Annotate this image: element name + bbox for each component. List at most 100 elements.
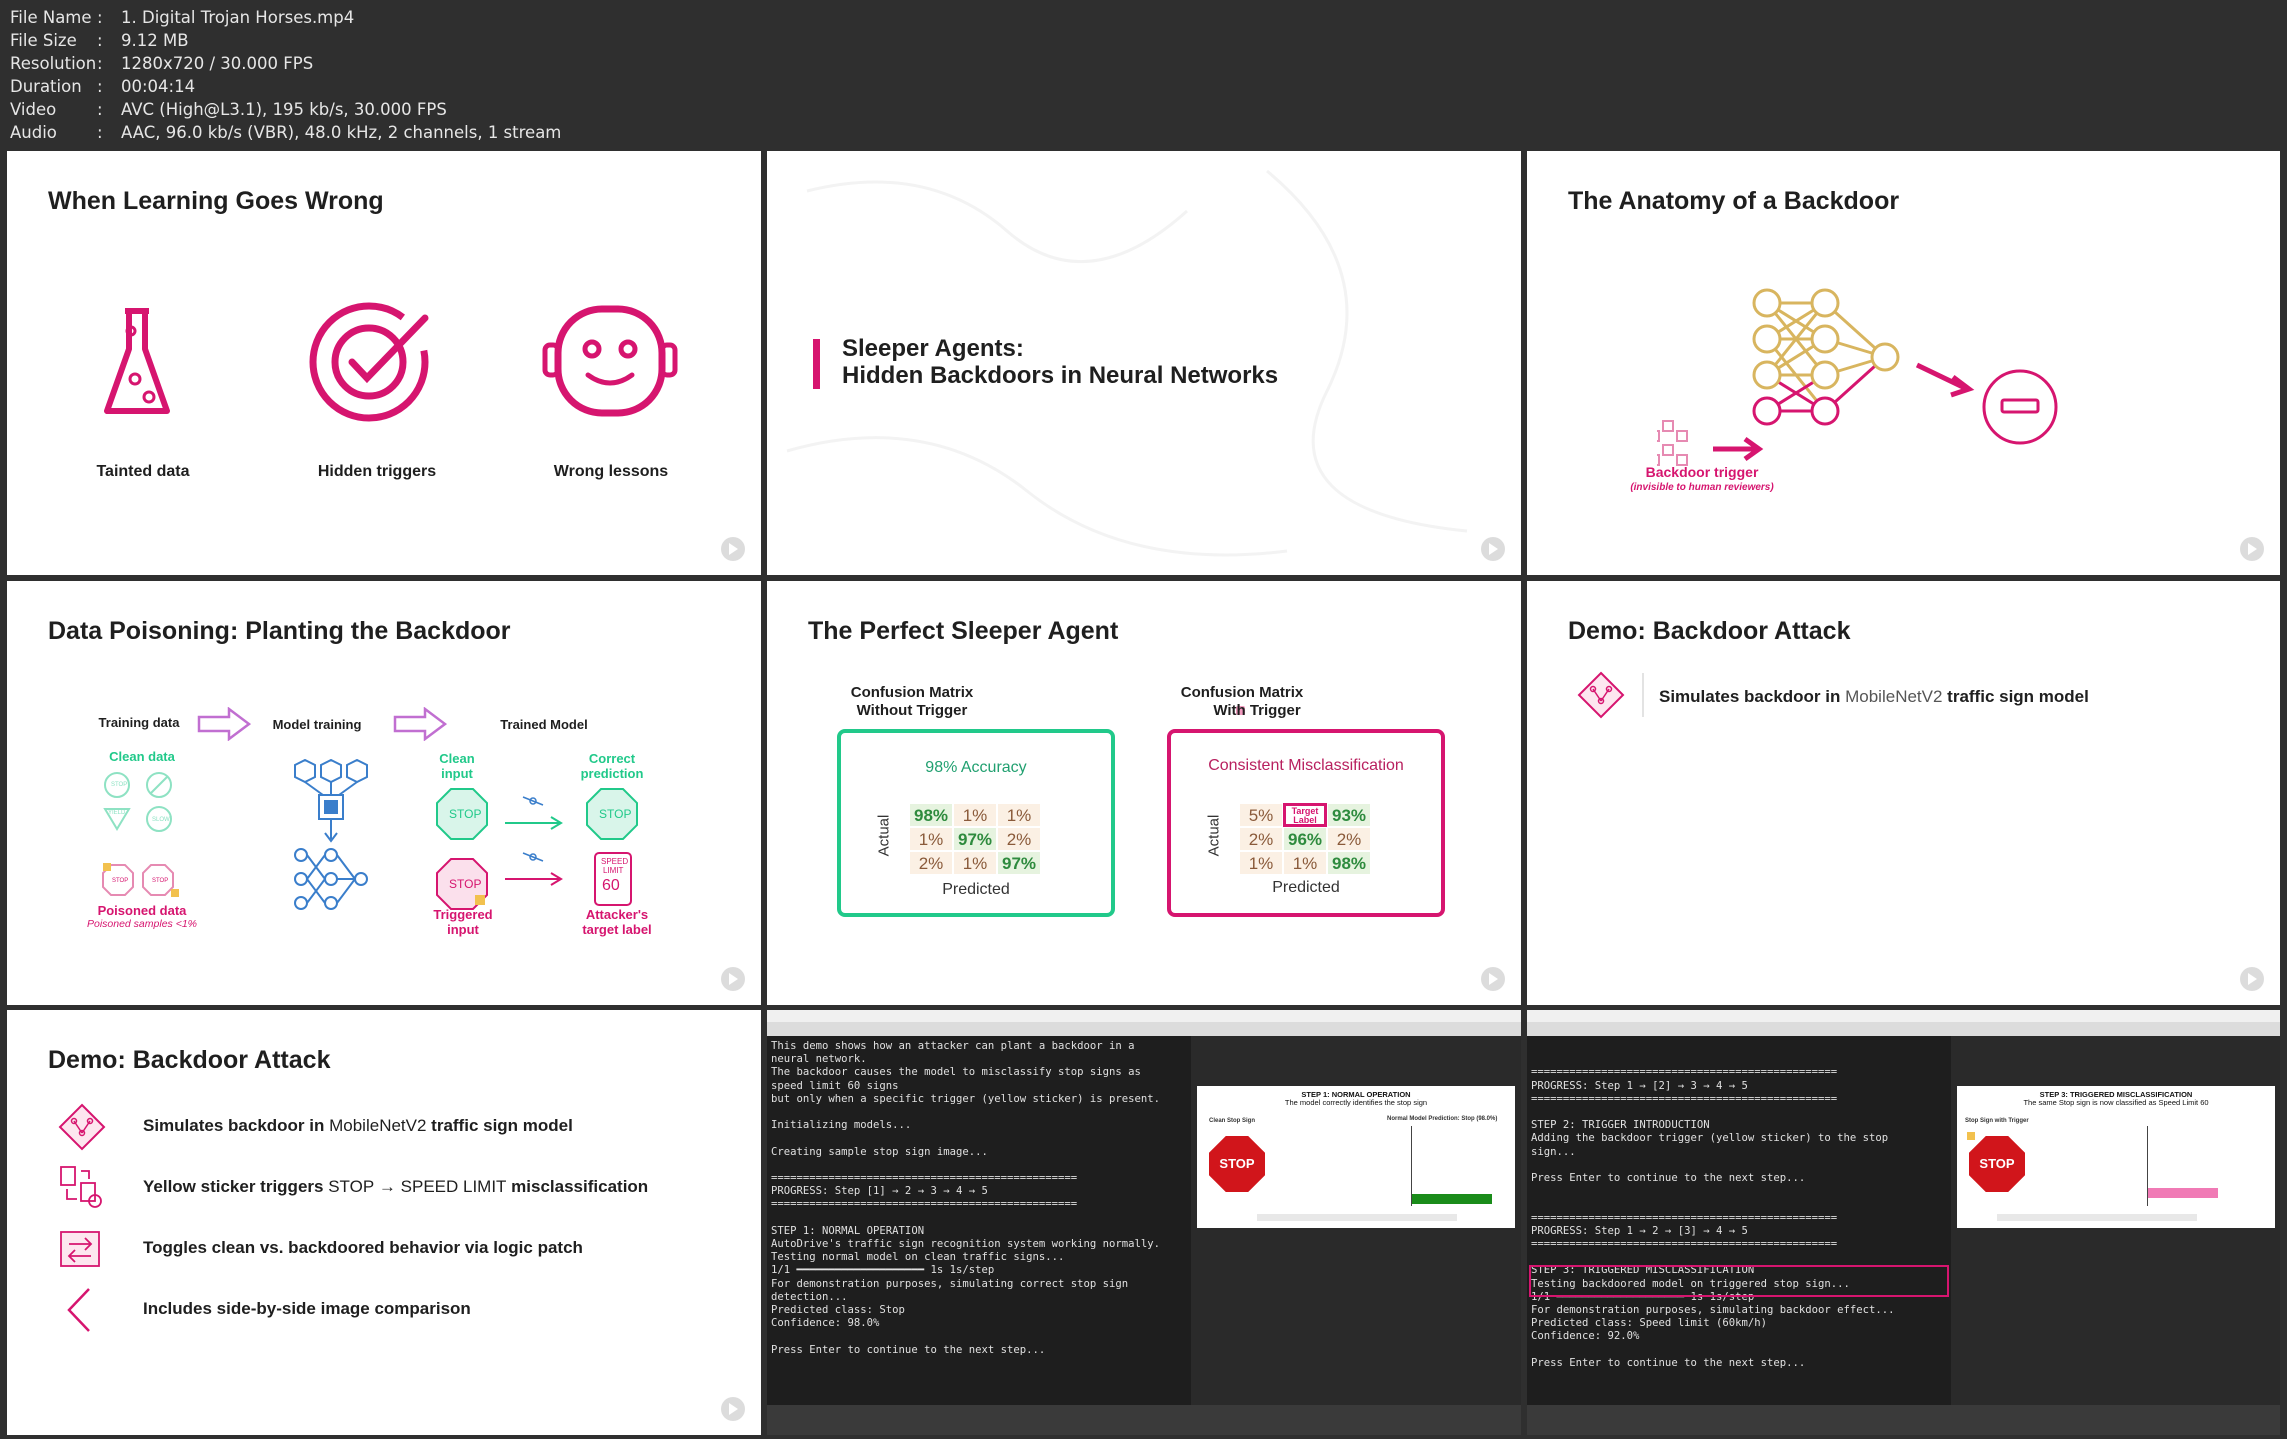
play-watermark-icon: [721, 1397, 745, 1421]
right-matrix-header-2: With Trigger: [1213, 702, 1301, 719]
yield-sign-text: YIELD: [108, 810, 126, 816]
matrix-cell: 1%: [1283, 851, 1327, 875]
figure-left-label: Clean Stop Sign: [1209, 1118, 1256, 1124]
matrix-cell: 1%: [953, 803, 997, 827]
prediction-arrows-icon: [505, 796, 563, 886]
stop-sign-text: STOP: [449, 807, 482, 821]
console-line: For demonstration purposes, simulating c…: [771, 1277, 1129, 1290]
status-bar: [767, 1405, 1521, 1435]
info-row-duration: Duration:00:04:14: [10, 77, 196, 96]
console-line: Press Enter to continue to the next step…: [771, 1343, 1046, 1356]
poisoned-signs-icons: [102, 863, 179, 897]
console-line: Testing backdoored model on triggered st…: [1531, 1277, 1850, 1290]
console-line: ========================================…: [1531, 1238, 1838, 1251]
thumb-demo-backdoor-attack-1[interactable]: Demo: Backdoor Attack Simulates backdoor…: [1527, 581, 2280, 1005]
chart-axis: [1411, 1126, 1412, 1206]
console-line: [771, 1106, 1187, 1119]
console-line: STEP 3: TRIGGERED MISCLASSIFICATION: [1531, 1264, 1755, 1277]
thumb-demo-console-step3[interactable]: ========================================…: [1527, 1010, 2280, 1435]
matrix-cell: 96%: [1283, 827, 1327, 851]
background-contour-decoration: [786, 169, 1468, 557]
console-line: [1531, 1251, 1947, 1264]
matrix-cell: 2%: [997, 827, 1041, 851]
thumb-when-learning-goes-wrong[interactable]: When Learning Goes Wrong Tainted data Hi…: [7, 151, 761, 575]
console-line: Creating sample stop sign image...: [771, 1145, 988, 1158]
thumb-sleeper-agents[interactable]: Sleeper Agents: Hidden Backdoors in Neur…: [767, 151, 1521, 575]
thumb-anatomy-of-backdoor[interactable]: The Anatomy of a Backdoor Back: [1527, 151, 2280, 575]
slide-title: Demo: Backdoor Attack: [1568, 617, 1851, 645]
chart-caption: [1257, 1214, 1457, 1221]
matrix-cell: 2%: [909, 851, 953, 875]
stop-sign-text: STOP: [112, 878, 129, 884]
window-tabbar: [767, 1022, 1521, 1036]
console-line: PROGRESS: Step [1] → 2 → 3 → 4 → 5: [771, 1185, 988, 1198]
thumb-demo-backdoor-attack-2[interactable]: Demo: Backdoor Attack Simulates backdoor…: [7, 1010, 761, 1435]
info-row-filename: File Name:1. Digital Trojan Horses.mp4: [10, 8, 355, 27]
legend-marker: [1236, 706, 1245, 715]
highlight-box: [1529, 1265, 1949, 1297]
matrix-cell: 1%: [1239, 851, 1283, 875]
actual-axis-label: Actual: [875, 814, 893, 857]
model-training-label: Model training: [272, 717, 362, 732]
window-titlebar: [1527, 1010, 2280, 1022]
plot-figure: STEP 1: NORMAL OPERATION The model corre…: [1197, 1086, 1515, 1228]
thumb-perfect-sleeper-agent[interactable]: The Perfect Sleeper Agent Confusion Matr…: [767, 581, 1521, 1005]
matrix-cell: 1%: [997, 803, 1041, 827]
console-line: Confidence: 98.0%: [771, 1317, 880, 1330]
console-line: PROGRESS: Step 1 → [2] → 3 → 4 → 5: [1531, 1079, 1748, 1092]
clean-input-label: Clean input: [439, 751, 475, 781]
accuracy-caption: 98% Accuracy: [925, 759, 1027, 776]
matrix-cell: 1%: [909, 827, 953, 851]
label-wrong-lessons: Wrong lessons: [553, 463, 669, 480]
console-line: Confidence: 92.0%: [1531, 1330, 1640, 1343]
slide-title-line2: Hidden Backdoors in Neural Networks: [842, 362, 1279, 389]
console-line: Predicted class: Stop: [771, 1304, 905, 1317]
play-watermark-icon: [2240, 537, 2264, 561]
chart-bar-stop: [1412, 1194, 1492, 1204]
console-line: [1531, 1344, 1947, 1357]
attackers-target-label: Attacker's target label: [582, 907, 652, 937]
console-line: [1531, 1185, 1947, 1198]
arrow-icon: [393, 707, 447, 741]
console-line: [771, 1330, 1187, 1343]
window-titlebar: [767, 1010, 1521, 1022]
clean-stop-sign-icon: [436, 788, 488, 840]
stop-sign-text: STOP: [152, 878, 169, 884]
training-data-label: Training data: [98, 715, 180, 730]
plot-pane: STEP 1: NORMAL OPERATION The model corre…: [1191, 1036, 1521, 1405]
stop-sign-image: STOP: [1209, 1136, 1265, 1192]
console-line: [1531, 1198, 1947, 1211]
thumb-demo-console-step1[interactable]: This demo shows how an attacker can plan…: [767, 1010, 1521, 1435]
plot-figure: STEP 3: TRIGGERED MISCLASSIFICATION The …: [1957, 1086, 2275, 1228]
slow-sign-text: SLOW: [152, 817, 170, 823]
info-row-resolution: Resolution:1280x720 / 30.000 FPS: [10, 54, 314, 73]
triggered-stop-sign-icon: [436, 858, 488, 910]
right-matrix-grid: 5% Target Label 93% 2% 96% 2% 1% 1% 98%: [1239, 803, 1371, 875]
clean-signs-icons: [103, 772, 172, 832]
trained-model-label: Trained Model: [500, 717, 588, 732]
plot-pane: STEP 3: TRIGGERED MISCLASSIFICATION The …: [1951, 1036, 2280, 1405]
demo-row-text: Toggles clean vs. backdoored behavior vi…: [143, 1238, 583, 1257]
console-line: [1531, 1106, 1947, 1119]
console-line: This demo shows how an attacker can plan…: [771, 1040, 1135, 1052]
backdoor-trigger-label: Backdoor trigger: [1645, 464, 1759, 480]
left-matrix-panel: 98% Accuracy Actual 98% 1% 1% 1% 97% 2% …: [837, 729, 1115, 917]
slide-title: The Perfect Sleeper Agent: [808, 617, 1119, 645]
figure-subtitle: The same Stop sign is now classified as …: [2023, 1098, 2209, 1107]
chevron-left-icon: [67, 1288, 90, 1332]
play-watermark-icon: [721, 967, 745, 991]
robot-face-icon: [542, 305, 678, 417]
diamond-network-icon: [1577, 671, 1625, 719]
console-line: ========================================…: [771, 1198, 1078, 1211]
diamond-network-icon: [58, 1103, 106, 1151]
console-line: detection...: [771, 1290, 848, 1303]
console-line: ========================================…: [771, 1172, 1078, 1185]
console-line: [771, 1212, 1187, 1225]
console-line: PROGRESS: Step 1 → 2 → [3] → 4 → 5: [1531, 1224, 1748, 1237]
thumb-data-poisoning[interactable]: Data Poisoning: Planting the Backdoor Tr…: [7, 581, 761, 1005]
console-line: For demonstration purposes, simulating b…: [1531, 1304, 1895, 1317]
python-console: ========================================…: [1531, 1040, 1947, 1405]
predicted-axis-label: Predicted: [1272, 879, 1340, 896]
speed-text: SPEED: [601, 857, 629, 866]
chart-caption: [1997, 1214, 2197, 1221]
